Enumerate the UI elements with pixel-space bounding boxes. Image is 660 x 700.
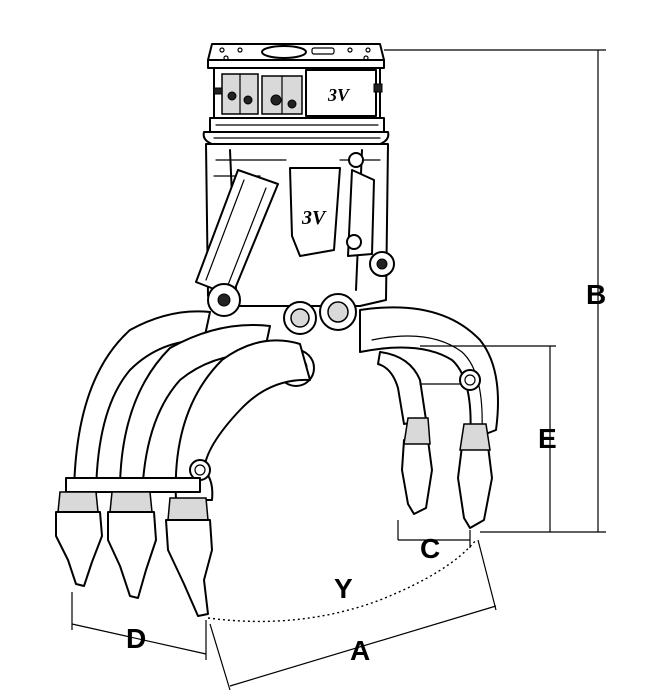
dimension-lines [71,49,606,691]
dimension-label-d: D [126,623,146,654]
rotator-unit: 3V [202,43,390,145]
dimension-label-c: C [420,533,440,564]
dimension-label-b: B [586,279,606,310]
front-tines [55,310,311,617]
dimension-label-a: A [350,635,370,666]
rotator-brand-logo: 3V [327,85,351,105]
rear-tines [359,306,499,529]
dimension-label-y: Y [334,573,353,604]
dimension-label-e: E [538,423,557,454]
frame-brand-logo: 3V [301,207,327,229]
grapple-frame: 3V [195,143,403,387]
